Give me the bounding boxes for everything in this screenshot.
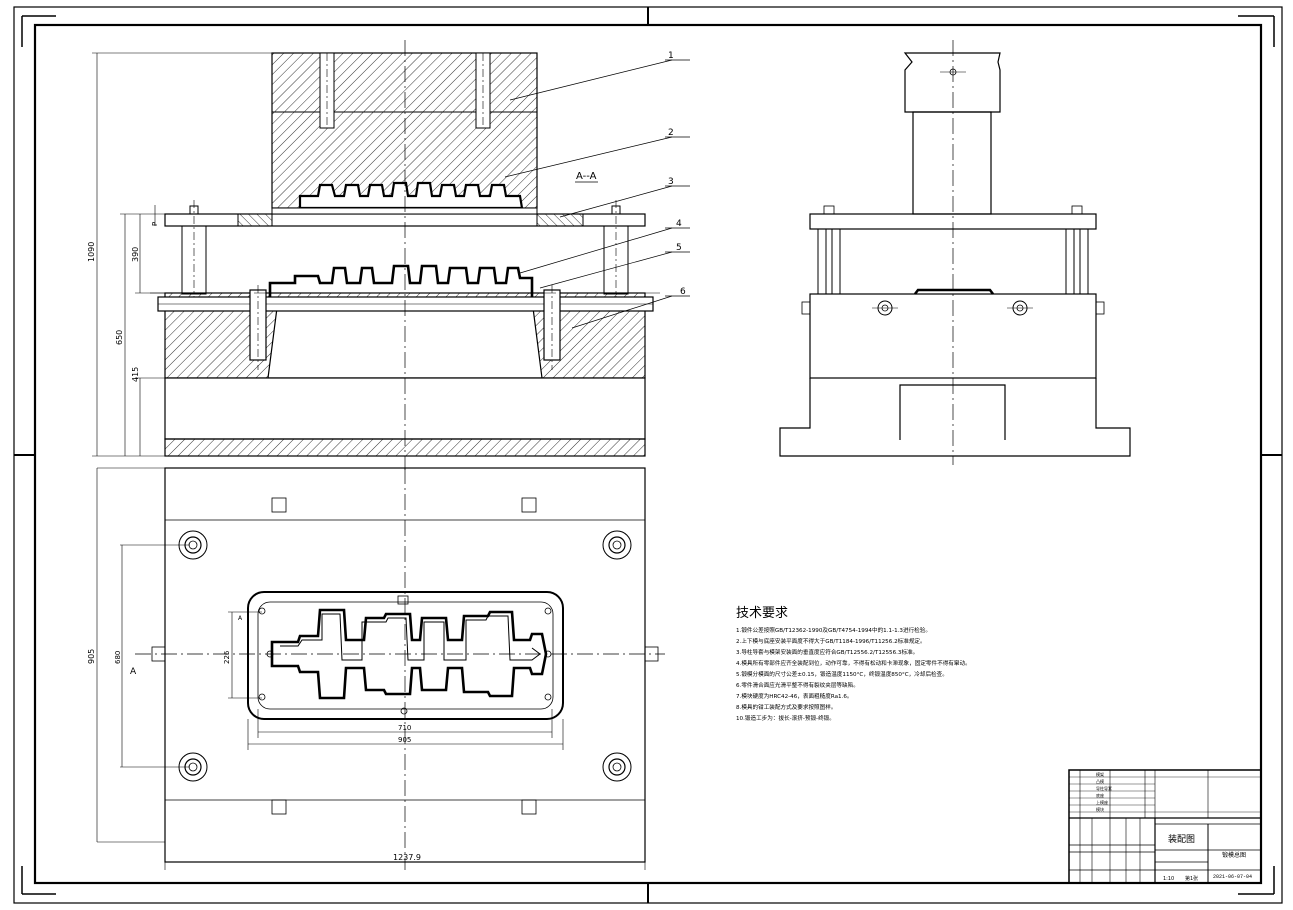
title-row-3: 导柱导套	[1096, 785, 1112, 791]
dim-upper-height: 390	[131, 247, 140, 262]
title-block	[1068, 769, 1262, 884]
tech-line-5: 5.锻模分模面的尺寸公差±0.15，锻造温度1150°C，终锻温度850°C，冷…	[736, 670, 948, 678]
drawing-scale: 1:10	[1163, 876, 1174, 882]
drawing-number: 2021-06-07-04	[1213, 874, 1252, 880]
sheet-frame	[13, 6, 1283, 904]
front-dimensions	[92, 52, 272, 457]
title-row-1: 模架	[1096, 771, 1104, 777]
dim-width-total: 1237.9	[393, 853, 421, 862]
part-number-5: 5	[676, 243, 682, 253]
title-row-2: 凸模	[1096, 778, 1104, 784]
drawing-sheet: 第1张	[1185, 875, 1198, 882]
tech-requirements: 技术要求 1.锻件公差按照GB/T12362-1990及GB/T4754-199…	[736, 606, 971, 722]
dim-cavity-outer: 905	[398, 736, 411, 744]
section-mark-a-left: A	[130, 667, 137, 677]
part-number-2: 2	[668, 128, 674, 138]
tech-line-1: 1.锻件公差按照GB/T12362-1990及GB/T4754-1994中的1.…	[736, 626, 931, 634]
tech-line-9: 10.锻造工步为：拔长-滚挤-预锻-终锻。	[736, 714, 835, 722]
dim-p: P	[151, 222, 159, 226]
dim-plan-inner: 680	[114, 651, 122, 664]
tech-line-6: 6.零件滑合面应光滑平整不得有裂纹夹层等缺陷。	[736, 681, 859, 689]
dim-lower-height: 650	[115, 330, 124, 345]
side-view	[779, 40, 1131, 465]
drawing-name: 装配图	[1168, 833, 1195, 845]
tech-line-4: 4.模具所有零部件应齐全装配到位，动作可靠，不得有松动和卡滞现象，固定零件不得有…	[736, 659, 971, 667]
tech-title: 技术要求	[736, 606, 788, 621]
tech-line-7: 7.模块硬度为HRC42-46，表面粗糙度Ra1.6。	[736, 692, 853, 700]
plan-view	[96, 467, 665, 870]
dim-height-total: 1090	[87, 242, 96, 262]
dim-plan-height: 905	[87, 649, 96, 664]
section-mark-a-small: A	[238, 615, 243, 622]
front-section-view	[150, 40, 660, 470]
tech-line-3: 3.导柱导套与模架安装面的垂直度应符合GB/T12556.2/T12556.3标…	[736, 648, 918, 656]
part-leaders	[504, 59, 690, 329]
title-row-5: 上模座	[1096, 799, 1108, 805]
part-number-3: 3	[668, 177, 674, 187]
title-block-rows: 模架 凸模 导柱导套 底座 上模座 模块	[1096, 771, 1112, 812]
title-row-4: 底座	[1096, 792, 1104, 798]
title-row-6: 模块	[1096, 806, 1104, 812]
tech-line-2: 2.上下模与底座安装平面度不得大于GB/T1184-1996/T11256.2标…	[736, 637, 926, 645]
dim-cavity-height: 226	[223, 650, 231, 664]
dim-cavity-length: 710	[398, 724, 411, 732]
part-number-4: 4	[676, 219, 682, 229]
tech-line-8: 8.模具的钳工装配方式及要求按照图样。	[736, 703, 836, 711]
part-number-1: 1	[668, 51, 674, 61]
drawing-subtitle: 锻模总图	[1222, 851, 1246, 859]
dim-base-height: 415	[131, 367, 140, 382]
part-number-6: 6	[680, 287, 686, 297]
section-label: A--A	[576, 171, 597, 182]
